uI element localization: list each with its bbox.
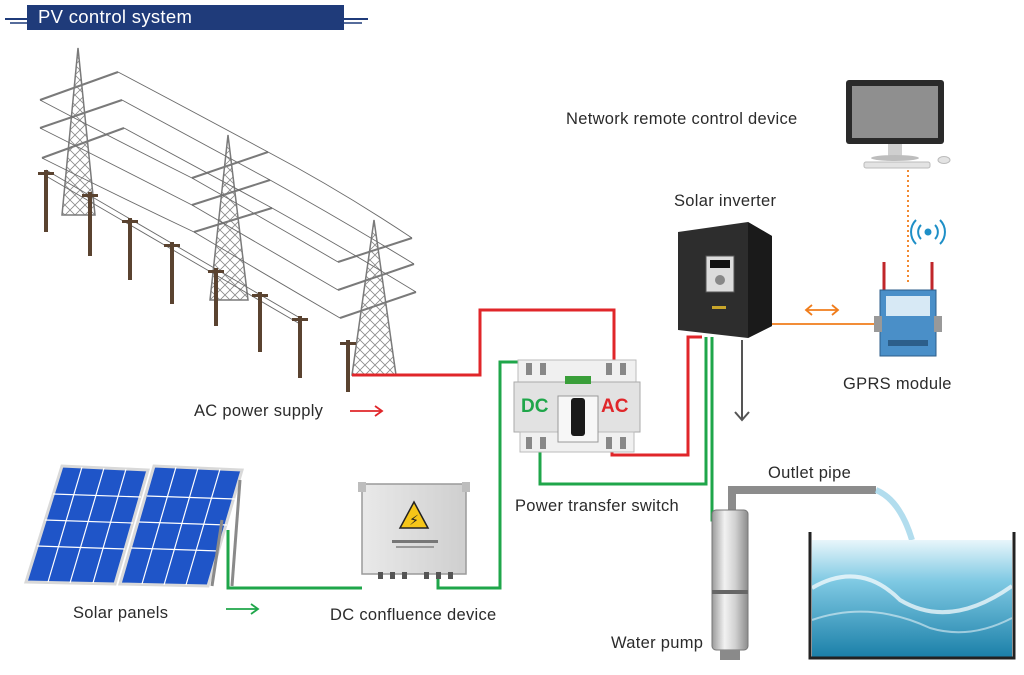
outlet-pipe-label: Outlet pipe [768,464,852,482]
gprs-module-label: GPRS module [843,375,952,393]
title-bar [27,5,344,30]
ac-power-supply-label: AC power supply [194,402,324,420]
water-tank-icon [808,532,1016,660]
svg-text:⚡: ⚡ [409,513,419,529]
junction-box-icon: ⚡ [358,482,470,579]
switch-dc-label: DC [521,396,549,417]
solar-panels-label: Solar panels [73,604,169,622]
warning-triangle-icon: ⚡ [398,500,430,529]
ac-line-grid [352,308,702,457]
solar-inverter-label: Solar inverter [674,192,777,210]
wireless-signal-icon [910,219,946,245]
submersible-pump-icon [711,509,749,660]
water-pump-label: Water pump [611,634,704,652]
flow-arrow-ac [350,405,384,417]
switch-ac-label: AC [601,396,629,417]
flow-arrow-dc [226,603,260,615]
power-transfer-switch-label: Power transfer switch [515,497,680,515]
transfer-switch-icon [513,359,641,453]
gprs-router-icon [874,262,942,357]
transmission-tower-icon [39,47,417,376]
dc-confluence-label: DC confluence device [330,606,497,624]
network-remote-label: Network remote control device [566,110,798,128]
diagram-title: PV control system [38,6,193,27]
comm-line [772,170,909,325]
solar-panel-icon [23,464,244,588]
desktop-computer-icon [846,80,951,169]
inverter-icon [678,222,772,338]
outlet-pipe-icon [728,340,915,541]
utility-pole-icon [38,170,356,392]
